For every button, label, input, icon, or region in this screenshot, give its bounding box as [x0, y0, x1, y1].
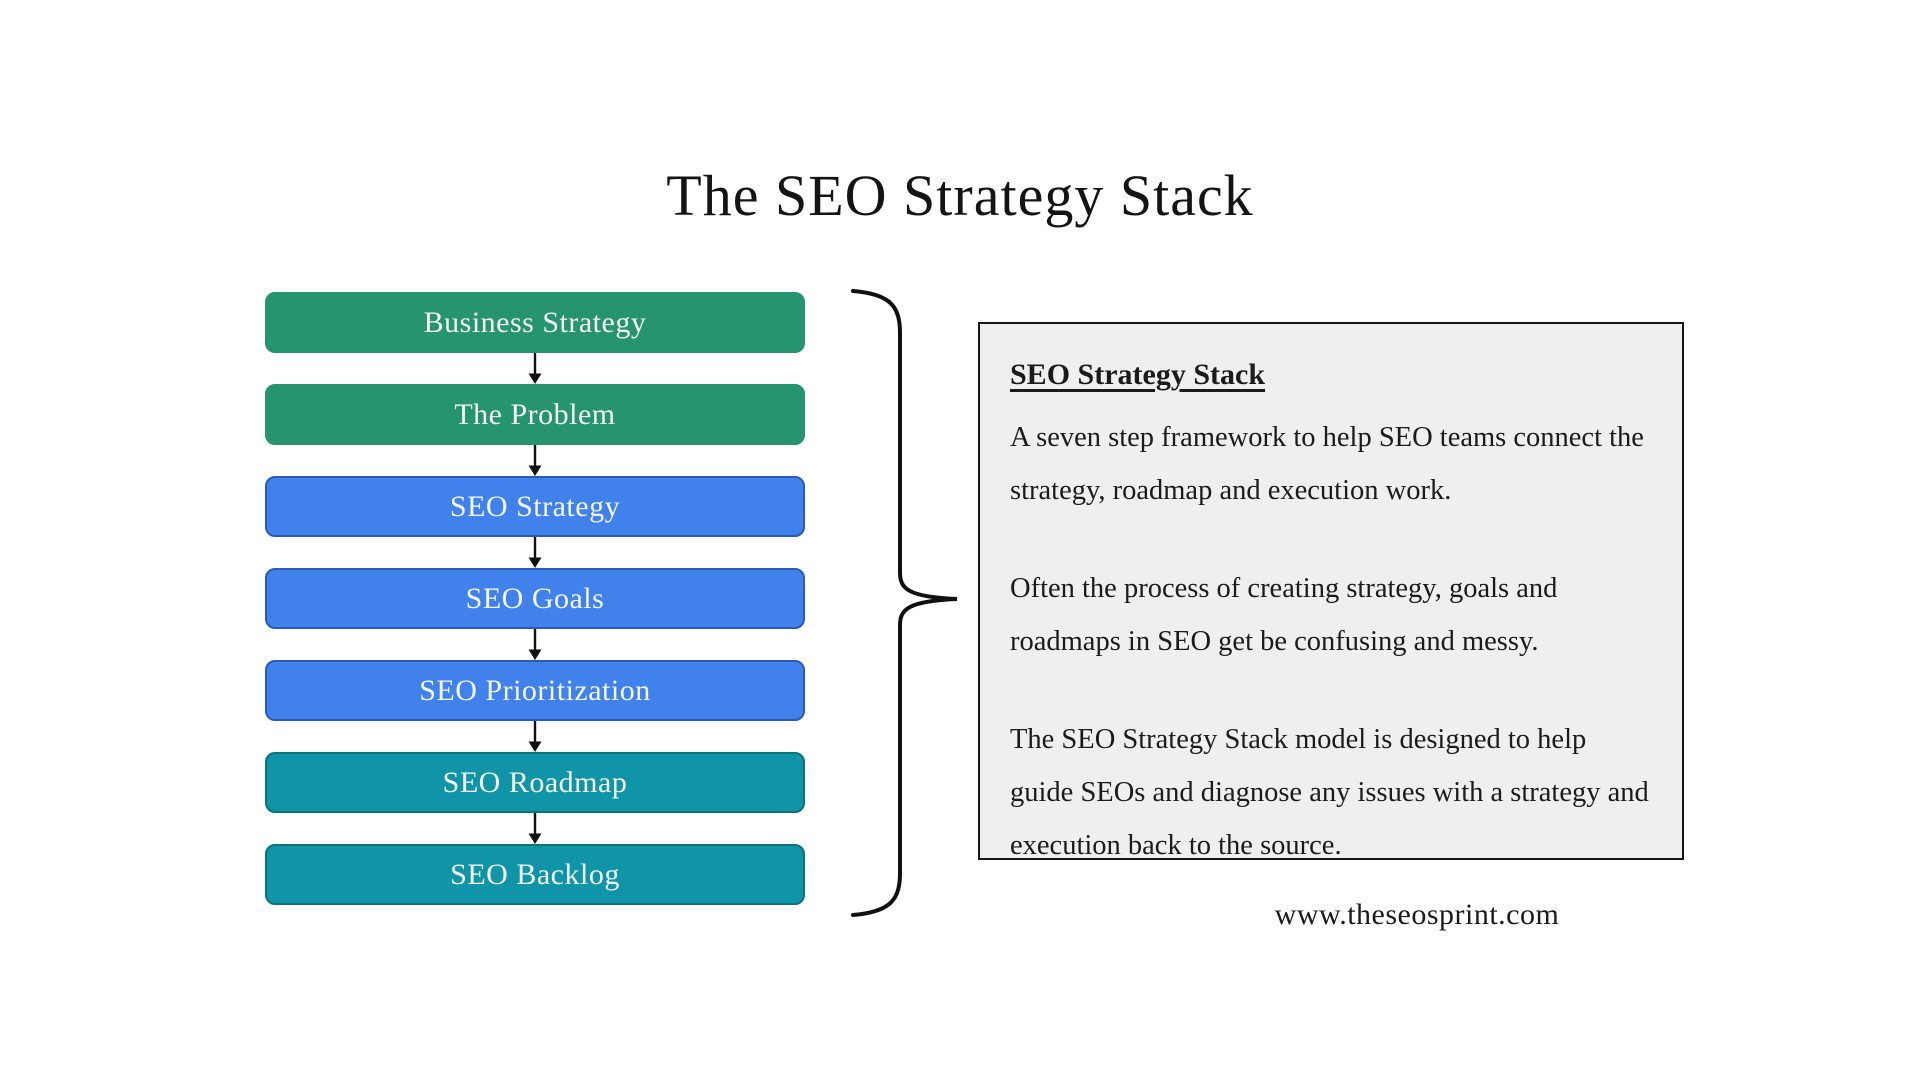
page-title: The SEO Strategy Stack — [666, 163, 1254, 228]
info-panel: SEO Strategy Stack A seven step framewor… — [978, 322, 1684, 861]
info-panel-paragraph-3: The SEO Strategy Stack model is designed… — [1010, 724, 1649, 861]
info-panel-heading: SEO Strategy Stack — [1010, 358, 1265, 391]
stack-box-business-strategy: Business Strategy — [265, 292, 805, 353]
stack-box-label: SEO Strategy — [449, 489, 621, 523]
info-panel-paragraph-2: Often the process of creating strategy, … — [1010, 573, 1558, 657]
stack-box-seo-prioritization: SEO Prioritization — [265, 660, 805, 721]
curly-brace-icon — [845, 288, 960, 918]
down-arrow-icon — [524, 445, 546, 476]
down-arrow-icon — [524, 353, 546, 384]
stack-box-label: SEO Goals — [465, 581, 605, 615]
stack-box-the-problem: The Problem — [265, 384, 805, 445]
stack-box-seo-backlog: SEO Backlog — [265, 844, 805, 905]
stack-box-label: The Problem — [454, 397, 616, 431]
stack-box-label: SEO Prioritization — [419, 673, 651, 707]
stack-box-seo-goals: SEO Goals — [265, 568, 805, 629]
down-arrow-icon — [524, 813, 546, 844]
stack-box-label: SEO Roadmap — [442, 765, 628, 799]
stack-box-label: SEO Backlog — [450, 857, 620, 891]
stack-box-seo-strategy: SEO Strategy — [265, 476, 805, 537]
down-arrow-icon — [524, 629, 546, 660]
info-panel-paragraph-1: A seven step framework to help SEO teams… — [1010, 422, 1644, 506]
down-arrow-icon — [524, 721, 546, 752]
down-arrow-icon — [524, 537, 546, 568]
website-url: www.theseosprint.com — [1274, 898, 1560, 931]
stack-box-label: Business Strategy — [423, 305, 647, 339]
stack-box-seo-roadmap: SEO Roadmap — [265, 752, 805, 813]
